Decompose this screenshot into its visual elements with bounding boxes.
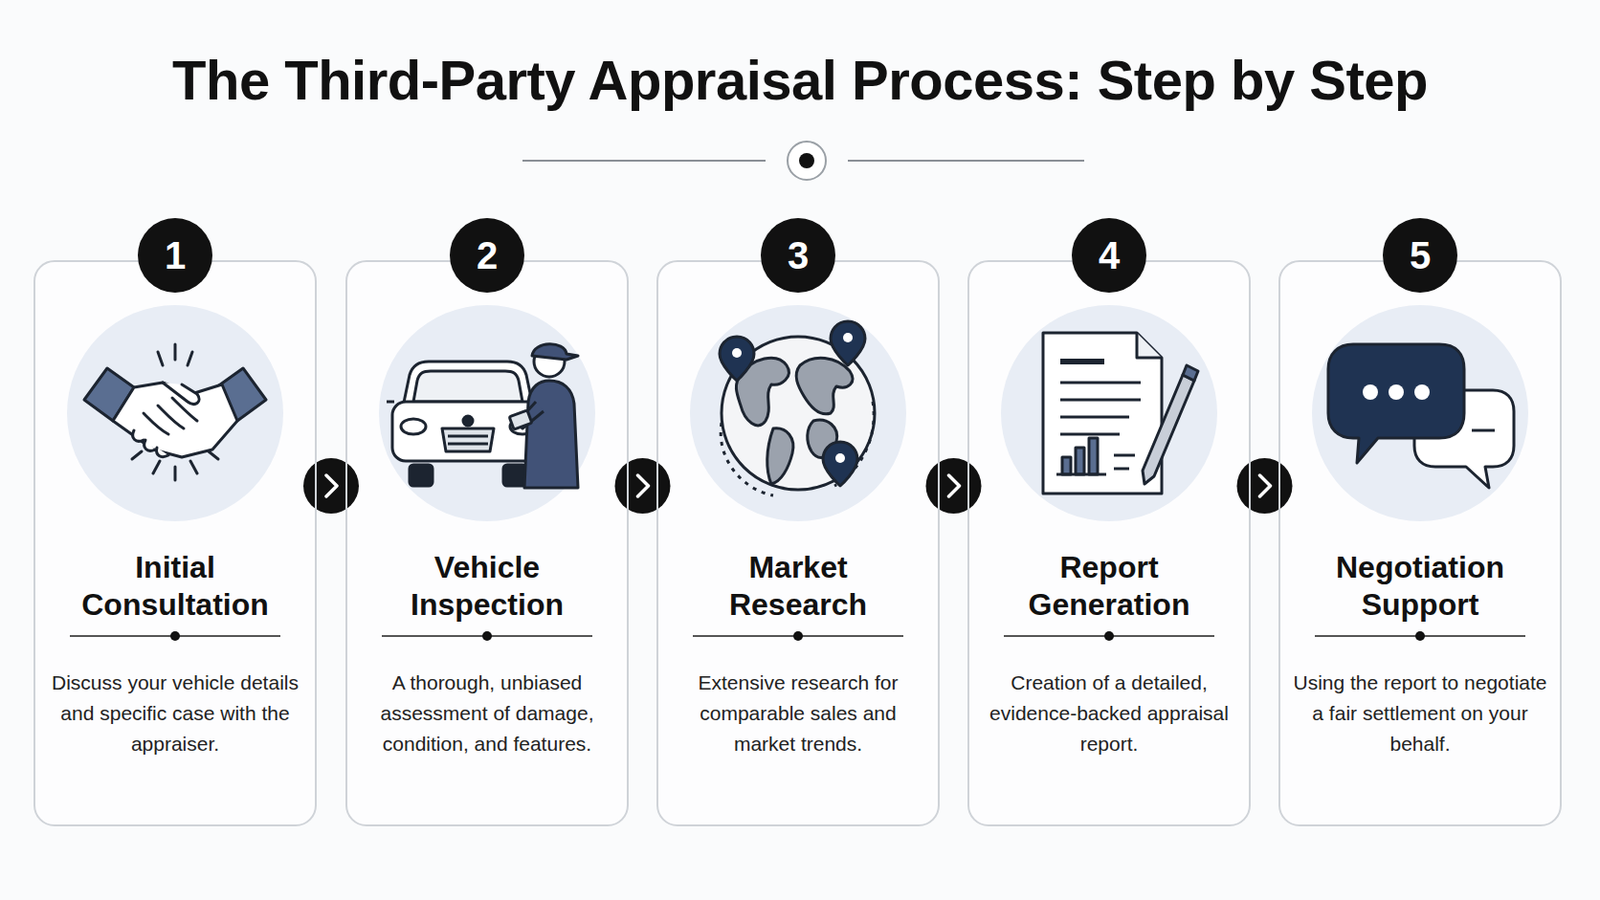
report-icon [1043, 333, 1199, 494]
divider-dot [170, 631, 180, 642]
step-description: Using the report to negotiate a fair set… [1291, 667, 1549, 760]
divider-dot [1415, 631, 1425, 642]
step-description: Discuss your vehicle details and specifi… [46, 667, 304, 760]
step-number: 3 [760, 218, 836, 293]
divider-dot [1104, 631, 1114, 642]
step-number: 2 [449, 218, 525, 293]
handshake-icon [84, 344, 267, 481]
globe-icon [719, 321, 875, 496]
step-connector [1237, 458, 1293, 514]
heading-divider [69, 635, 281, 638]
step-card: Vehicle Inspection A thorough, unbiased a… [345, 260, 629, 827]
step-number-text: 1 [164, 234, 186, 278]
card-fills [33, 260, 1562, 827]
step-card: Report GenerationCreation of a detailed,… [967, 260, 1251, 827]
step-number-text: 2 [476, 234, 498, 278]
step-connector [615, 458, 671, 514]
step-card: Initial ConsultationDiscuss your vehicle… [33, 260, 317, 827]
step-number: 5 [1382, 218, 1458, 293]
car-inspector-icon [386, 344, 578, 489]
step-connector [303, 458, 359, 514]
step-heading: Vehicle Inspection [379, 549, 595, 624]
step-heading: Market Research [690, 549, 906, 624]
step-heading: Report Generation [1001, 549, 1217, 624]
step-number: 1 [137, 218, 213, 293]
divider-dot [482, 631, 492, 642]
heading-divider [1314, 635, 1526, 638]
icon-circles [66, 305, 1529, 522]
step-number: 4 [1071, 218, 1147, 293]
diagram-title: The Third-Party Appraisal Process: Step … [0, 47, 1600, 112]
step-description: Extensive research for comparable sales … [669, 667, 927, 760]
divider-dot [793, 631, 803, 642]
step-description: A thorough, unbiased assessment of damag… [358, 667, 616, 760]
step-card: Negotiation SupportUsing the report to n… [1278, 260, 1562, 827]
step-card: Market ResearchExtensive research for co… [656, 260, 940, 827]
step-number-text: 5 [1409, 234, 1431, 278]
heading-divider [381, 635, 593, 638]
speech-bubbles-icon [1328, 344, 1514, 489]
step-number-text: 4 [1098, 234, 1120, 278]
heading-divider [1003, 635, 1215, 638]
step-heading: Negotiation Support [1312, 549, 1528, 624]
step-heading: Initial Consultation [67, 549, 283, 624]
step-description: Creation of a detailed, evidence-backed … [980, 667, 1238, 760]
title-ornament [522, 141, 1085, 180]
step-number-text: 3 [787, 234, 809, 278]
heading-divider [692, 635, 904, 638]
step-connector [926, 458, 982, 514]
